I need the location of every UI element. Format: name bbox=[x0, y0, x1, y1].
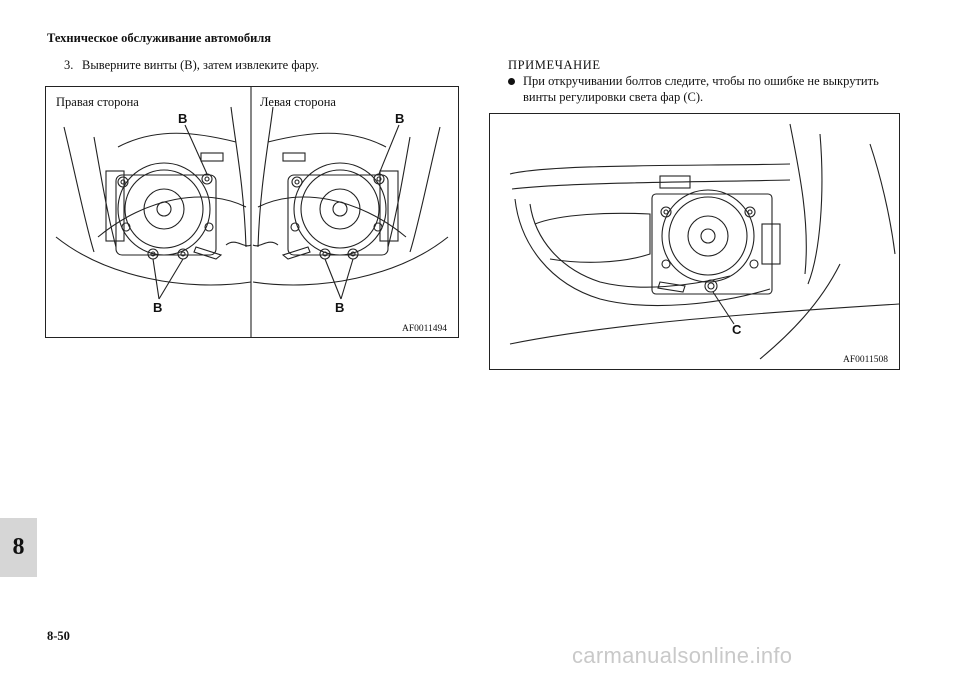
step-3: 3. Выверните винты (B), затем извлеките ф… bbox=[64, 58, 319, 73]
figure-code: AF0011494 bbox=[402, 324, 448, 334]
callout-c: C bbox=[732, 322, 742, 337]
page-number: 8-50 bbox=[47, 629, 70, 643]
callout-b-bottom-right: B bbox=[153, 300, 163, 315]
right-side-label: Правая сторона bbox=[56, 95, 139, 109]
figure-aiming-screw: C AF0011508 bbox=[489, 113, 900, 370]
callout-b-top-left: B bbox=[395, 111, 405, 126]
bullet-icon bbox=[508, 78, 515, 85]
note-title: ПРИМЕЧАНИЕ bbox=[508, 58, 601, 72]
page-header: Техническое обслуживание автомобиля bbox=[47, 31, 272, 45]
figure-code: AF0011508 bbox=[843, 355, 889, 365]
step-text: Выверните винты (B), затем извлеките фар… bbox=[82, 58, 320, 72]
watermark: carmanualsonline.info bbox=[572, 643, 793, 668]
step-number: 3. bbox=[64, 58, 74, 72]
chapter-tab: 8 bbox=[0, 518, 37, 577]
note-bullet-text: При откручивании болтов следите, чтобы п… bbox=[523, 74, 879, 104]
headlight-screws-illustration bbox=[55, 87, 449, 337]
aiming-screw-illustration bbox=[509, 123, 899, 360]
left-side-label: Левая сторона bbox=[260, 95, 336, 109]
callout-b-top-right: B bbox=[178, 111, 188, 126]
callout-b-bottom-left: B bbox=[335, 300, 345, 315]
figure-headlight-screws: Правая сторона Левая сторона B B B B AF0… bbox=[45, 86, 459, 338]
